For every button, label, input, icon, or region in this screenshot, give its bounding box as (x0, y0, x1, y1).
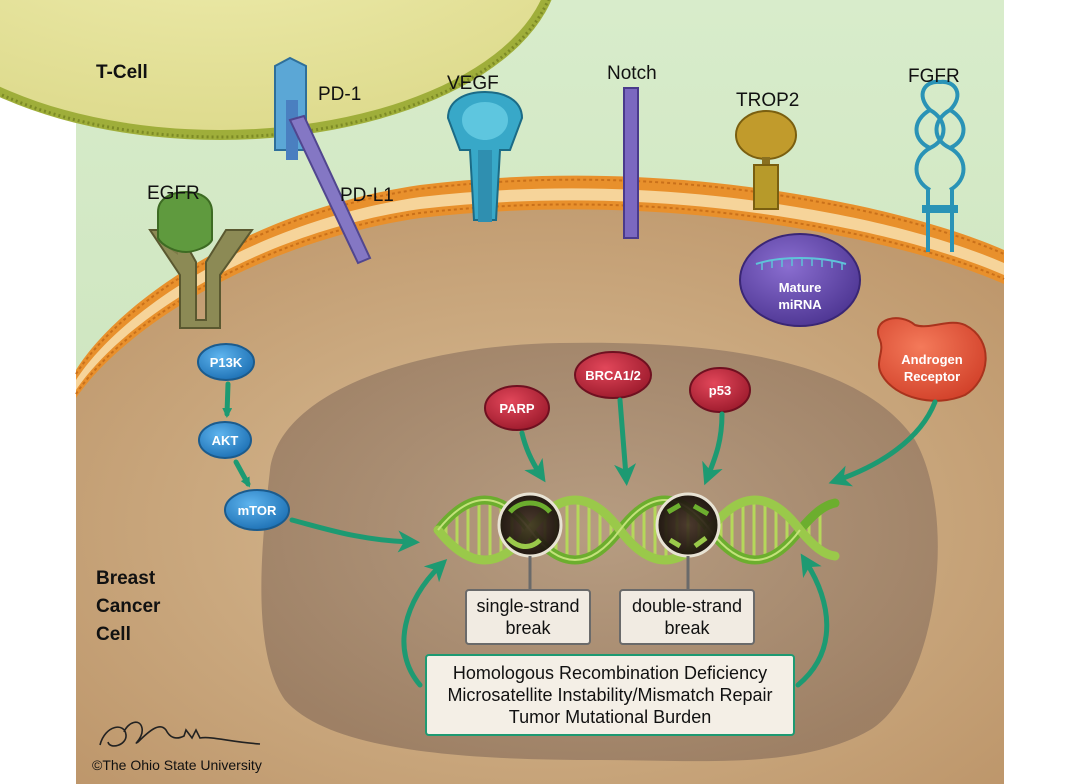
single-strand-break-lens (497, 492, 563, 558)
androgen-receptor: Androgen Receptor (877, 317, 987, 402)
trop2-receptor (735, 110, 797, 210)
pdl1-label: PD-L1 (340, 185, 394, 206)
notch-receptor (623, 87, 639, 239)
pi3k-node: P13K (197, 343, 255, 381)
copyright-text: ©The Ohio State University (92, 757, 262, 773)
t-cell-label: T-Cell (96, 62, 148, 83)
vegf-label: VEGF (447, 73, 499, 94)
akt-node: AKT (198, 421, 252, 459)
akt-label: AKT (212, 433, 239, 448)
mirna-label-line2: miRNA (778, 297, 822, 312)
mtor-node: mTOR (224, 489, 290, 531)
brca-node: BRCA1/2 (574, 351, 652, 399)
arrow-pi3k-akt (222, 381, 233, 418)
vegf-receptor (446, 90, 524, 222)
biomarker-tmb: Tumor Mutational Burden (509, 707, 711, 727)
brca-label: BRCA1/2 (585, 368, 641, 383)
biomarker-msi: Microsatellite Instability/Mismatch Repa… (447, 685, 772, 705)
pdl1-ligand (288, 114, 372, 265)
parp-node: PARP (484, 385, 550, 431)
pi3k-label: P13K (210, 355, 243, 370)
arrow-akt-mtor (233, 459, 251, 488)
double-break-line1: double-strand (632, 596, 742, 616)
arrow-androgen-dna (828, 399, 938, 487)
egfr-receptor (148, 190, 254, 329)
arrow-parp-dna (519, 430, 546, 483)
cancer-cell-label-line2: Cancer (96, 596, 161, 617)
double-strand-break-lens (655, 492, 721, 558)
arrow-brca-dna (614, 397, 637, 486)
egfr-label: EGFR (147, 183, 200, 204)
double-strand-break-box: double-strand break (619, 589, 755, 645)
single-strand-break-box: single-strand break (465, 589, 591, 645)
p53-node: p53 (689, 367, 751, 413)
cancer-cell-label-line3: Cell (96, 624, 131, 645)
androgen-label-line2: Receptor (904, 369, 960, 384)
trop2-label: TROP2 (736, 90, 799, 111)
arrow-mtor-dna (289, 517, 420, 553)
single-break-line2: break (505, 618, 551, 638)
fgfr-label: FGFR (908, 66, 960, 87)
p53-label: p53 (709, 383, 731, 398)
cancer-cell-label-line1: Breast (96, 568, 156, 589)
notch-label: Notch (607, 63, 657, 84)
arrow-biomarkers-left (401, 559, 448, 688)
arrow-p53-dna (702, 411, 725, 486)
pd1-label: PD-1 (318, 84, 361, 105)
biomarker-hrd: Homologous Recombination Deficiency (453, 663, 767, 683)
fgfr-receptor (914, 79, 966, 252)
single-break-line1: single-strand (476, 596, 579, 616)
artist-signature (99, 721, 261, 747)
mtor-label: mTOR (238, 503, 277, 518)
double-break-line2: break (664, 618, 710, 638)
androgen-label-line1: Androgen (901, 352, 962, 367)
arrow-biomarkers-right (795, 553, 830, 688)
biomarker-box: Homologous Recombination Deficiency Micr… (425, 654, 795, 736)
mature-mirna: Mature miRNA (739, 233, 861, 327)
parp-label: PARP (499, 401, 534, 416)
mirna-label-line1: Mature (779, 280, 822, 295)
